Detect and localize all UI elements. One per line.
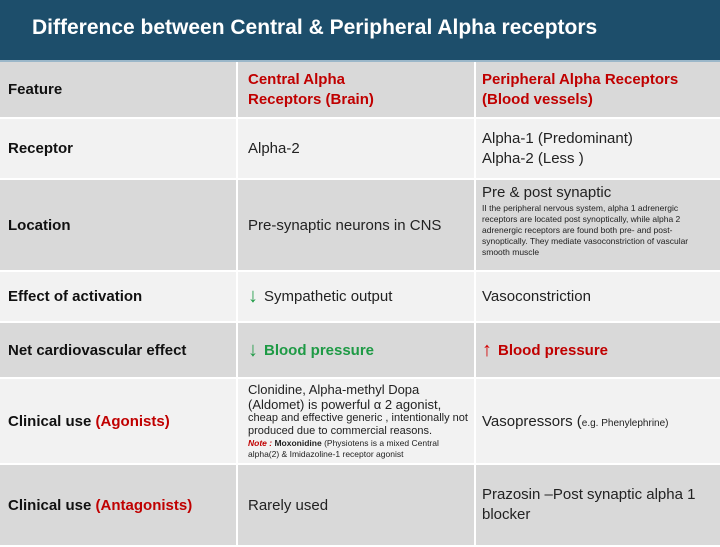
peripheral-receptor: Alpha-1 (Predominant) Alpha-2 (Less ) [476, 119, 720, 180]
header-peripheral-line2: (Blood vessels) [482, 90, 593, 108]
central-antagonists: Rarely used [238, 465, 476, 547]
central-agonists-sub: cheap and effective generic , intentiona… [248, 412, 468, 437]
peripheral-agonists-small: e.g. Phenylephrine) [581, 417, 669, 429]
central-agonists: Clonidine, Alpha-methyl Dopa (Aldomet) i… [238, 379, 476, 465]
central-location: Pre-synaptic neurons in CNS [238, 180, 476, 272]
header-peripheral-line1: Peripheral Alpha Receptors [482, 70, 679, 88]
central-agonists-note: Note : Moxonidine (Physiotens is a mixed… [248, 438, 468, 460]
feature-receptor: Receptor [0, 119, 238, 180]
header-feature: Feature [0, 62, 238, 119]
central-net-text: Blood pressure [264, 341, 375, 359]
page-title: Difference between Central & Peripheral … [32, 16, 598, 39]
note-label: Note : [248, 438, 273, 448]
note-drug: Moxonidine [274, 438, 322, 448]
arrow-down-icon: ↓ [248, 338, 258, 361]
central-effect: ↓ Sympathetic output [238, 272, 476, 323]
feature-agonists-highlight: (Agonists) [95, 412, 170, 430]
feature-net: Net cardiovascular effect [0, 323, 238, 379]
feature-antagonists-prefix: Clinical use [8, 496, 96, 514]
comparison-table: Feature Central Alpha Receptors (Brain) … [0, 62, 720, 547]
peripheral-net: ↑ Blood pressure [476, 323, 720, 379]
header-central: Central Alpha Receptors (Brain) [238, 62, 476, 119]
feature-agonists: Clinical use (Agonists) [0, 379, 238, 465]
peripheral-receptor-line1: Alpha-1 (Predominant) [482, 129, 633, 147]
peripheral-effect: Vasoconstriction [476, 272, 720, 323]
peripheral-location-detail: II the peripheral nervous system, alpha … [482, 203, 689, 257]
header-central-line1: Central Alpha [248, 70, 345, 88]
header-central-line2: Receptors (Brain) [248, 90, 374, 108]
peripheral-agonists-main: Vasopressors ( [482, 412, 582, 430]
feature-agonists-prefix: Clinical use [8, 412, 96, 430]
central-agonists-main: Clonidine, Alpha-methyl Dopa (Aldomet) i… [248, 382, 442, 412]
peripheral-net-text: Blood pressure [498, 341, 609, 359]
peripheral-receptor-line2: Alpha-2 (Less ) [482, 149, 584, 167]
title-bar: Difference between Central & Peripheral … [0, 0, 720, 62]
central-receptor: Alpha-2 [238, 119, 476, 180]
feature-antagonists: Clinical use (Antagonists) [0, 465, 238, 547]
peripheral-agonists: Vasopressors (e.g. Phenylephrine) [476, 379, 720, 465]
peripheral-location: Pre & post synaptic II the peripheral ne… [476, 180, 720, 272]
arrow-down-icon: ↓ [248, 285, 258, 307]
feature-location: Location [0, 180, 238, 272]
feature-effect: Effect of activation [0, 272, 238, 323]
header-peripheral: Peripheral Alpha Receptors (Blood vessel… [476, 62, 720, 119]
note-text: (Physiotens is a mixed Central alpha(2) … [248, 438, 439, 459]
central-net: ↓ Blood pressure [238, 323, 476, 379]
peripheral-antagonists: Prazosin –Post synaptic alpha 1 blocker [476, 465, 720, 547]
central-effect-text: Sympathetic output [264, 288, 393, 305]
arrow-up-icon: ↑ [482, 338, 492, 361]
feature-antagonists-highlight: (Antagonists) [95, 496, 193, 514]
peripheral-location-title: Pre & post synaptic [482, 184, 612, 201]
